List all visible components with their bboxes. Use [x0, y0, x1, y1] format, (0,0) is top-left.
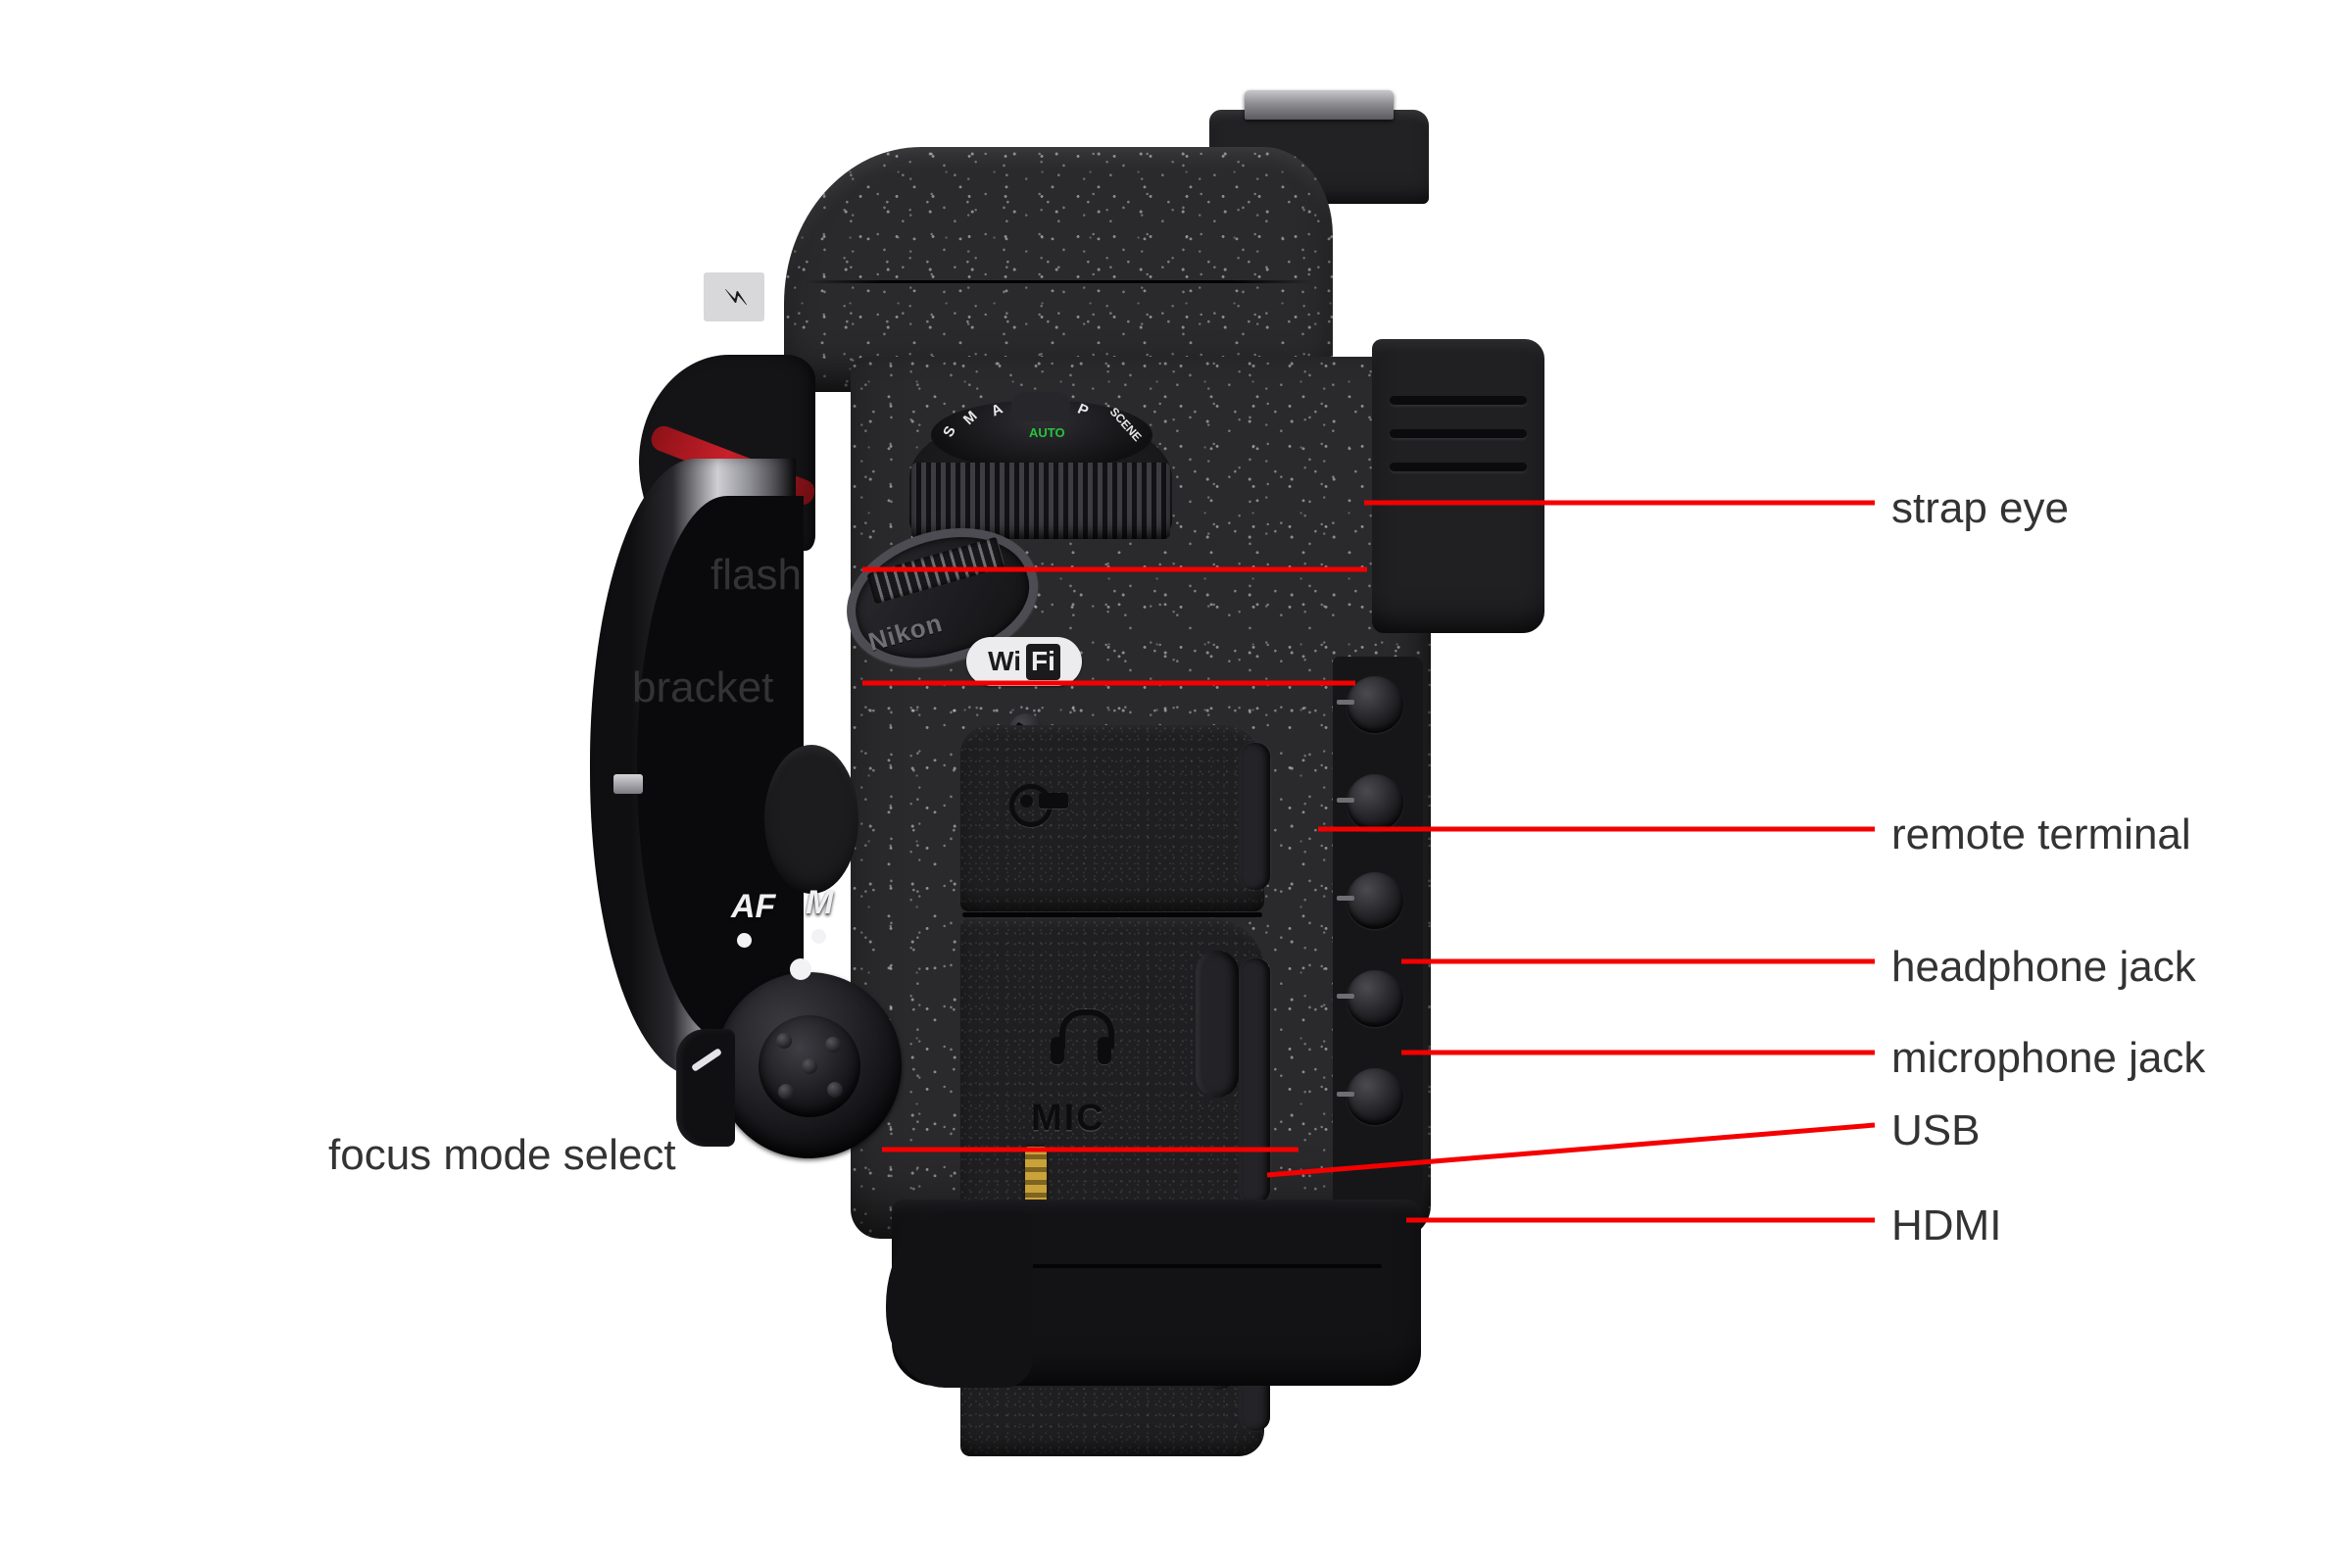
viewfinder-eyecup: [1372, 339, 1544, 633]
camera-body-illustration: S M A P AUTO SCENE Nikon ⚡ ⚡ BKT: [590, 90, 1646, 1456]
mode-dial-label-a: A: [989, 400, 1005, 420]
rear-button-index: [1337, 798, 1354, 803]
wifi-badge-text-fi: Fi: [1026, 643, 1060, 680]
remote-icon-dot: [1020, 795, 1033, 808]
label-strap-eye: strap eye: [1891, 484, 2069, 532]
focus-mode-af-label: AF: [731, 888, 776, 925]
focus-mode-lever[interactable]: [676, 1029, 735, 1147]
headphone-icon-earcup: [1051, 1037, 1064, 1064]
label-bracket: bracket: [632, 663, 774, 711]
flash-sync-symbol-plate: [704, 272, 764, 321]
label-headphone-jack: headphone jack: [1891, 943, 2196, 991]
headphone-icon-earcup: [1098, 1037, 1111, 1064]
headphone-icon-band: [1059, 1009, 1114, 1049]
rear-button[interactable]: [1347, 774, 1403, 831]
focus-mode-m-dot: [811, 929, 826, 944]
af-button-dimple: [827, 1082, 843, 1098]
base-seam: [921, 1264, 1382, 1268]
wifi-badge: Wi Fi: [966, 637, 1082, 686]
label-usb: USB: [1891, 1106, 1981, 1154]
label-microphone-jack: microphone jack: [1891, 1034, 2206, 1082]
label-remote-terminal: remote terminal: [1891, 810, 2191, 858]
mode-dial-knurling[interactable]: [911, 463, 1170, 539]
eyecup-rib: [1390, 396, 1527, 405]
mode-dial-label-m: M: [959, 408, 981, 428]
microphone-port-label: MIC: [1031, 1098, 1105, 1139]
headphone-icon: [1051, 1009, 1114, 1070]
remote-icon-tab: [1039, 793, 1068, 808]
af-mode-button[interactable]: [759, 1015, 860, 1117]
af-button-dimple: [802, 1058, 817, 1074]
eyecup-rib: [1390, 463, 1527, 471]
label-hdmi: HDMI: [1891, 1201, 2002, 1250]
rear-button[interactable]: [1347, 872, 1403, 929]
rear-button-index: [1337, 1092, 1354, 1097]
af-button-dimple: [778, 1084, 794, 1100]
rear-button-index: [1337, 700, 1354, 705]
remote-terminal-door[interactable]: [960, 725, 1270, 911]
prism-seam: [804, 280, 1313, 283]
lens-mount-pin: [613, 774, 643, 794]
mode-dial-label-p: P: [1074, 400, 1092, 420]
wifi-badge-text-wi: Wi: [988, 646, 1022, 676]
focus-mode-af-dot: [737, 933, 752, 948]
label-flash: flash: [710, 551, 802, 599]
rear-button-index: [1337, 896, 1354, 901]
label-focus-mode-select: focus mode select: [328, 1131, 676, 1179]
mode-dial-lock-button[interactable]: [1011, 392, 1070, 421]
pentaprism-housing: [784, 147, 1333, 392]
remote-terminal-icon: [1009, 784, 1068, 827]
rear-button-index: [1337, 994, 1354, 999]
rear-button[interactable]: [1347, 970, 1403, 1027]
eyecup-rib: [1390, 429, 1527, 438]
mode-dial-label-auto: AUTO: [1029, 425, 1065, 440]
door-gap: [962, 912, 1262, 917]
door-hinge: [1241, 743, 1270, 890]
focus-mode-m-label: M: [806, 884, 834, 921]
audio-door-pull-tab[interactable]: [1196, 951, 1239, 1098]
mode-dial-label-s: S: [940, 423, 959, 440]
rear-button[interactable]: [1347, 1068, 1403, 1125]
rear-button[interactable]: [1347, 676, 1403, 733]
lens-release-button[interactable]: [764, 745, 858, 894]
door-hinge: [1241, 958, 1270, 1203]
af-button-dimple: [825, 1037, 841, 1053]
rear-control-column: [1333, 657, 1423, 1205]
hot-shoe: [1245, 90, 1394, 120]
lower-grip: [886, 1211, 1033, 1388]
flash-sync-icon: ⚡: [718, 286, 751, 308]
focus-mode-pointer: [790, 958, 811, 980]
af-button-dimple: [776, 1033, 792, 1049]
